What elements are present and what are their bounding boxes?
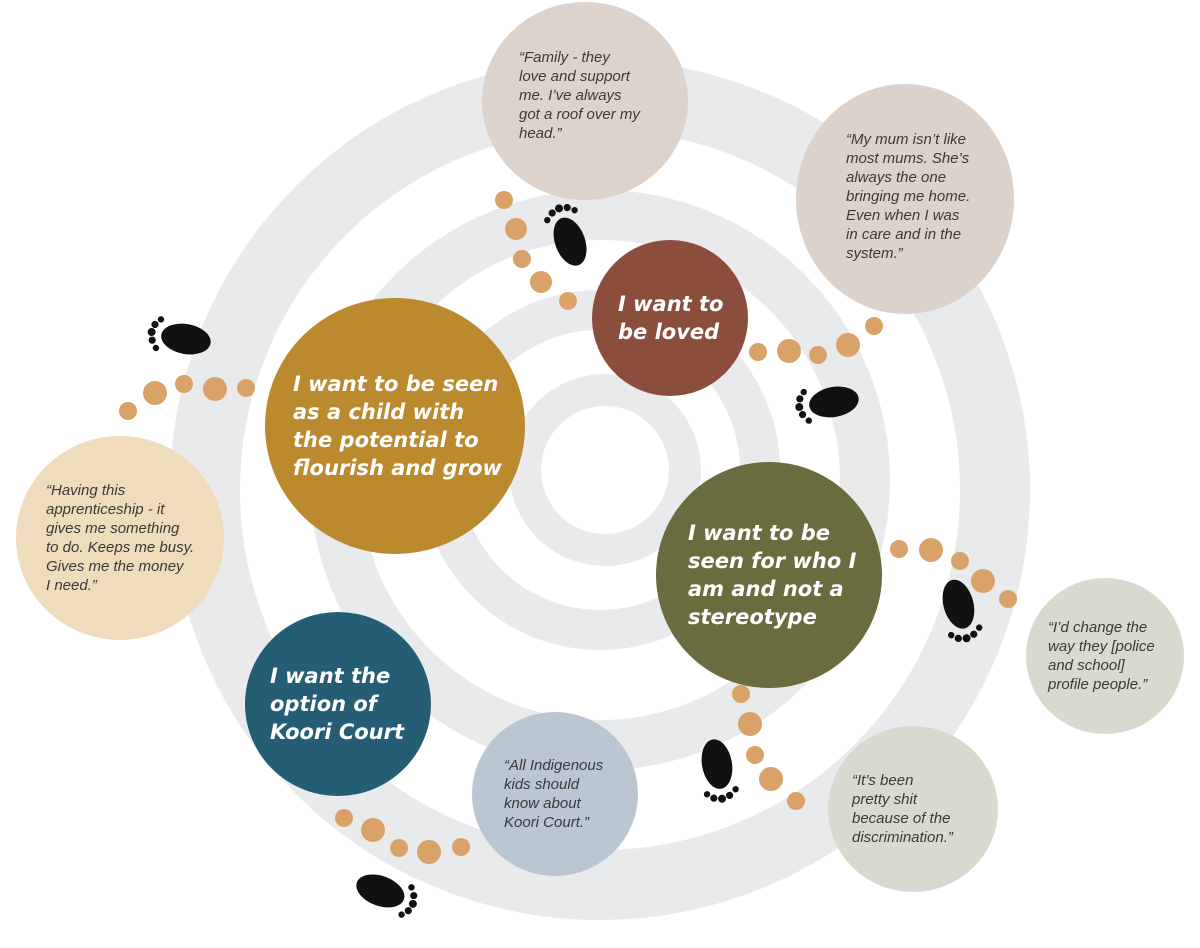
quote-apprentice: “Having this apprenticeship - it gives m… <box>16 436 224 640</box>
stepping-dot <box>452 838 470 856</box>
quote-family-text: “Family - they love and support me. I’ve… <box>519 48 640 142</box>
stepping-dot <box>951 552 969 570</box>
stepping-dot <box>417 840 441 864</box>
quote-family: “Family - they love and support me. I’ve… <box>482 2 688 200</box>
stepping-dot <box>119 402 137 420</box>
stepping-dot <box>237 379 255 397</box>
need-potential-label: I want to be seen as a child with the po… <box>293 372 502 480</box>
quote-profile-text: “I’d change the way they [police and sch… <box>1048 619 1155 693</box>
stepping-dot <box>495 191 513 209</box>
stepping-dot <box>809 346 827 364</box>
need-stereotype-label: I want to be seen for who I am and not a… <box>688 521 857 629</box>
stepping-dot <box>746 746 764 764</box>
quote-indigenous-text: “All Indigenous kids should know about K… <box>504 757 604 831</box>
footprint-icon <box>356 874 418 918</box>
stepping-dot <box>335 809 353 827</box>
stepping-dot <box>777 339 801 363</box>
stepping-dot <box>919 538 943 562</box>
quote-profile: “I’d change the way they [police and sch… <box>1026 578 1184 734</box>
need-stereotype: I want to be seen for who I am and not a… <box>656 462 882 688</box>
stepping-dot <box>559 292 577 310</box>
stepping-dot <box>971 569 995 593</box>
footprints <box>147 203 983 918</box>
stepping-dot <box>530 271 552 293</box>
quote-discrimination: “It’s been pretty shit because of the di… <box>828 726 998 892</box>
stepping-dot <box>738 712 762 736</box>
need-koori: I want the option of Koori Court <box>245 612 431 796</box>
quote-mum: “My mum isn’t like most mums. She’s alwa… <box>796 84 1014 314</box>
stepping-dot <box>143 381 167 405</box>
stepping-dot <box>203 377 227 401</box>
stepping-dot <box>890 540 908 558</box>
footprint-icon <box>701 739 739 803</box>
stepping-dot <box>505 218 527 240</box>
need-loved: I want to be loved <box>592 240 748 396</box>
need-koori-label: I want the option of Koori Court <box>270 664 405 744</box>
stepping-dot <box>749 343 767 361</box>
stepping-dot <box>390 839 408 857</box>
quote-discrimination-text: “It’s been pretty shit because of the di… <box>852 772 953 846</box>
stepping-dot <box>175 375 193 393</box>
stepping-dot <box>361 818 385 842</box>
stepping-dot <box>732 685 750 703</box>
quote-apprentice-text: “Having this apprenticeship - it gives m… <box>46 482 195 594</box>
footprint-icon <box>544 203 587 266</box>
footprint-icon <box>795 386 859 424</box>
quote-indigenous: “All Indigenous kids should know about K… <box>472 712 638 876</box>
footprint-icon <box>942 579 983 643</box>
quote-mum-text: “My mum isn’t like most mums. She’s alwa… <box>846 130 971 262</box>
stepping-dot <box>787 792 805 810</box>
stepping-dot <box>513 250 531 268</box>
stepping-dot <box>865 317 883 335</box>
stepping-dot <box>999 590 1017 608</box>
stepping-dot <box>836 333 860 357</box>
spiral-ring-core <box>509 374 701 566</box>
stepping-dot <box>759 767 783 791</box>
footprint-icon <box>147 316 211 355</box>
stepping-dots <box>119 191 1017 864</box>
need-potential: I want to be seen as a child with the po… <box>265 298 525 554</box>
need-loved-label: I want to be loved <box>618 292 724 344</box>
